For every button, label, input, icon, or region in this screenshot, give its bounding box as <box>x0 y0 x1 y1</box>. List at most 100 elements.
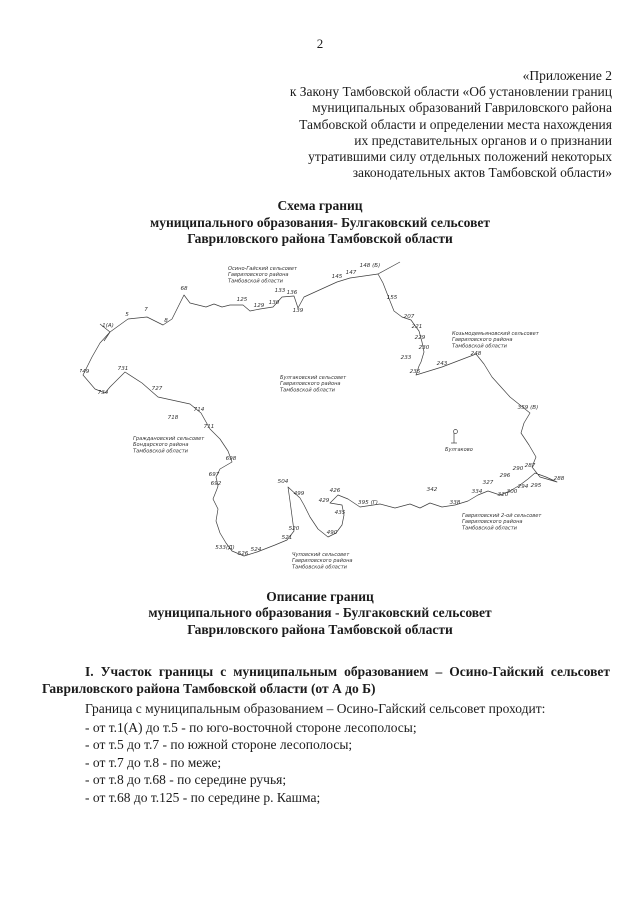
boundary-point-label: 7 <box>144 307 148 313</box>
boundary-item: - от т.8 до т.68 - по середине ручья; <box>85 772 287 788</box>
boundary-point-label: 359 (В) <box>518 405 539 411</box>
area-label-gavrilovsky-2: Гавриловский 2-ой сельсовет <box>462 513 542 519</box>
area-label-osino-gaysky: Гавриловского района <box>228 272 289 278</box>
area-label-gavrilovsky-2: Гавриловского района <box>462 519 523 525</box>
boundary-point-label: 395 (Г) <box>358 500 378 506</box>
area-label-bulgakovsky: Гавриловского района <box>280 381 341 387</box>
boundary-point-label: 749 <box>80 369 90 375</box>
description-title: Описание границ муниципального образован… <box>0 589 640 639</box>
boundary-item: - от т.5 до т.7 - по южной стороне лесоп… <box>85 737 353 753</box>
boundary-point-label: 499 <box>294 491 305 497</box>
boundary-point-label: 243 <box>437 361 448 367</box>
boundary-outline <box>82 273 558 557</box>
boundary-point-label: 288 <box>554 476 565 482</box>
boundary-point-label: 327 <box>483 480 494 486</box>
area-label-bulgakovsky: Булгаковский сельсовет <box>280 375 347 381</box>
boundary-point-label: 139 <box>293 308 304 314</box>
boundary-point-label: 426 <box>330 488 341 494</box>
boundary-point-label: 526 <box>238 551 249 557</box>
boundary-point-label: 296 <box>500 473 511 479</box>
area-label-kozmodemyanovsky: Тамбовской области <box>452 343 508 349</box>
area-label-chupovsky: Тамбовской области <box>292 564 348 570</box>
schema-title-line: муниципального образования- Булгаковский… <box>150 214 490 230</box>
preamble-line: «Приложение 2 <box>522 68 612 83</box>
boundary-point-label: 287 <box>525 463 536 469</box>
settlement-flag-icon <box>451 429 458 444</box>
boundary-point-label: 727 <box>152 386 163 392</box>
boundary-point-label: 338 <box>450 500 461 506</box>
boundary-point-label: 155 <box>387 295 398 301</box>
boundary-point-label: 229 <box>415 335 426 341</box>
preamble-line: Тамбовской области и определении места н… <box>299 116 612 132</box>
boundary-point-label: 490 <box>327 530 338 536</box>
boundary-point-label: 734 <box>98 390 109 396</box>
area-label-chupovsky: Чуповский сельсовет <box>292 552 350 558</box>
boundary-point-label: 129 <box>254 303 265 309</box>
boundary-point-label: 235 <box>410 369 421 375</box>
boundary-point-label: 1(А) <box>102 323 114 329</box>
boundary-point-label: 504 <box>278 479 289 485</box>
boundary-point-label: 8 <box>164 318 168 324</box>
boundary-item: - от т.1(А) до т.5 - по юго-восточной ст… <box>85 719 417 735</box>
boundary-point-label: 230 <box>419 345 430 351</box>
boundary-point-label: 698 <box>226 456 237 462</box>
boundary-point-label: 692 <box>211 481 222 487</box>
section-paragraph: Граница с муниципальным образованием – О… <box>85 701 546 717</box>
area-label-osino-gaysky: Осино-Гайский сельсовет <box>228 266 298 272</box>
area-label-grazhdanovsky: Бондарского района <box>133 442 188 448</box>
boundary-point-label: 125 <box>237 297 248 303</box>
schema-title: Схема границ муниципального образования-… <box>0 198 640 248</box>
description-title-line: муниципального образования - Булгаковски… <box>148 605 492 621</box>
boundary-point-label: 136 <box>287 290 298 296</box>
boundary-point-label: 435 <box>335 510 346 516</box>
boundary-point-label: 429 <box>319 498 330 504</box>
boundary-item: - от т.68 до т.125 - по середине р. Кашм… <box>85 789 321 805</box>
area-label-grazhdanovsky: Граждановский сельсовет <box>133 436 205 442</box>
boundary-point-label: 334 <box>472 489 483 495</box>
area-label-kozmodemyanovsky: Гавриловского района <box>452 337 513 343</box>
preamble-line: их представительных органов и о признани… <box>354 132 612 148</box>
boundary-point-label: 145 <box>332 274 343 280</box>
boundary-point-label: 320 <box>498 492 509 498</box>
boundary-point-label: 295 <box>531 483 542 489</box>
preamble: «Приложение 2 к Закону Тамбовской област… <box>0 68 612 181</box>
boundary-point-label: 148 (Б) <box>360 263 381 269</box>
boundary-point-label: 133 <box>275 288 286 294</box>
boundary-point-label: 294 <box>518 484 529 490</box>
schema-title-line: Гавриловского района Тамбовской области <box>187 231 453 247</box>
preamble-line: утратившими силу отдельных положений нек… <box>308 149 612 165</box>
preamble-line: муниципальных образований Гавриловского … <box>312 100 612 116</box>
boundary-point-label: 714 <box>194 407 205 413</box>
preamble-line: законодательных актов Тамбовской области… <box>352 165 612 181</box>
boundary-point-label: 248 <box>471 351 482 357</box>
description-title-line: Гавриловского района Тамбовской области <box>187 621 453 637</box>
description-title-line: Описание границ <box>266 588 374 604</box>
boundary-point-label: 524 <box>251 547 262 553</box>
boundary-point-label: 5 <box>125 312 129 318</box>
area-label-gavrilovsky-2: Тамбовской области <box>462 525 518 531</box>
boundary-point-label: 697 <box>209 472 220 478</box>
boundary-point-label: 711 <box>204 424 215 430</box>
boundary-spur <box>377 261 401 275</box>
area-label-chupovsky: Гавриловского района <box>292 558 353 564</box>
boundary-point-label: 342 <box>427 487 438 493</box>
schema-title-line: Схема границ <box>277 198 363 214</box>
section-items: - от т.1(А) до т.5 - по юго-восточной ст… <box>42 719 610 806</box>
preamble-line: к Закону Тамбовской области «Об установл… <box>289 84 612 100</box>
boundary-point-label: 521 <box>282 535 293 541</box>
boundary-point-label: 147 <box>346 270 357 276</box>
area-label-bulgakovsky: Тамбовской области <box>280 387 336 393</box>
area-label-kozmodemyanovsky: Козьмодемьяновский сельсовет <box>452 331 540 337</box>
boundary-point-label: 233 <box>401 355 412 361</box>
boundary-point-label: 520 <box>289 526 300 532</box>
point-a-tick <box>99 323 111 342</box>
boundary-point-label: 290 <box>513 466 524 472</box>
area-label-grazhdanovsky: Тамбовской области <box>133 448 189 454</box>
settlement-label: Булгаково <box>445 447 473 453</box>
boundary-point-label: 130 <box>269 300 280 306</box>
